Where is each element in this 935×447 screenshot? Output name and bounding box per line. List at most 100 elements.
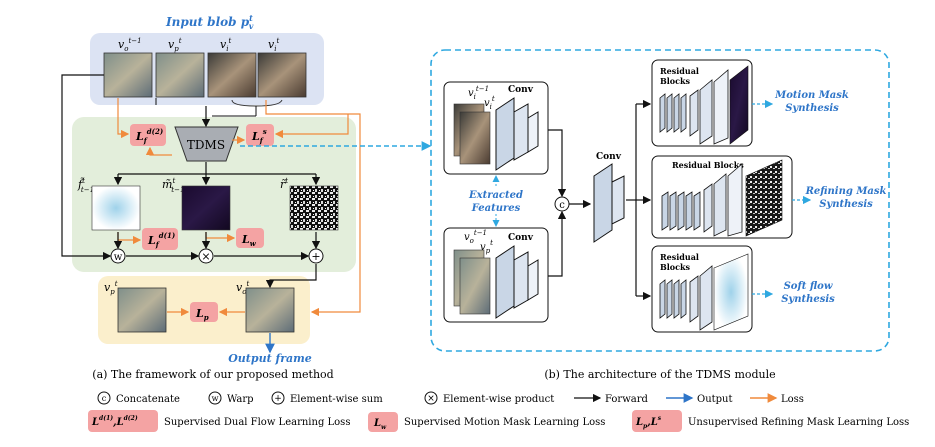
vp-bottom-label: vpt — [104, 280, 118, 296]
tdms-detail-frame — [430, 49, 890, 352]
svg-text:Lw: Lw — [373, 418, 387, 431]
branch-refine-layers — [661, 163, 743, 237]
arrow-loss-p-feed — [265, 100, 361, 317]
arrow-bot-concat — [548, 210, 567, 277]
loss-badge-f1 — [142, 228, 178, 250]
shared-conv-layer1 — [593, 163, 613, 243]
svg-text:+: + — [274, 394, 282, 404]
legend-badge-refine — [632, 410, 682, 432]
branch-flow-rb-1: Residual — [660, 252, 699, 262]
input-frame-vi-2 — [257, 52, 307, 98]
svg-text:vpt: vpt — [168, 37, 182, 53]
vo-bottom-frame — [245, 287, 295, 333]
loss-badge-f2 — [130, 124, 166, 146]
branch-flow-layers — [659, 265, 713, 331]
svg-text:vit: vit — [220, 37, 231, 53]
frame-label-vi-1: vit — [220, 37, 231, 53]
right-panel: vit−1 vit Conv vot−1 vpt Conv Extracted … — [430, 49, 890, 381]
enc-top-layer1 — [495, 97, 515, 171]
legend: c Concatenate w Warp + Element-wise sum … — [88, 391, 909, 432]
svg-text:×: × — [427, 394, 435, 404]
legend-forward-label: Forward — [605, 394, 648, 405]
arrow-loss-f2-a — [117, 98, 130, 139]
arrow-top-concat — [548, 129, 567, 198]
svg-text:vit: vit — [268, 37, 279, 53]
branch-motion-layers — [659, 69, 729, 145]
arrow-input-warp — [61, 74, 112, 261]
legend-badge-dual — [88, 410, 158, 432]
extracted-features-label-2: Features — [471, 203, 521, 214]
input-frame-vi-1 — [207, 52, 257, 98]
frame-label-vp: vpt — [168, 37, 182, 53]
refining-mask-label-1: Refining Mask — [805, 186, 887, 197]
arrow-loss-fs-b — [274, 114, 349, 139]
legend-concat-label: Concatenate — [116, 394, 180, 405]
right-caption: (b) The architecture of the TDMS module — [544, 368, 775, 381]
arrow-loss-f2-b — [145, 146, 172, 156]
enc-bot-img-front — [459, 257, 491, 315]
arrow-sum-output — [265, 264, 317, 289]
refine-label: r̃t — [280, 177, 288, 191]
legend-badge-motion — [368, 412, 398, 432]
legend-warp-label: Warp — [227, 394, 254, 405]
legend-motion-label: Supervised Motion Mask Learning Loss — [404, 417, 605, 428]
mask-image — [181, 185, 231, 231]
loss-badge-w — [236, 228, 264, 248]
branch-motion-rb-1: Residual — [660, 66, 699, 76]
branch-motion-output — [729, 65, 749, 145]
legend-concat-icon — [97, 391, 111, 405]
loss-badge-p — [190, 302, 218, 322]
legend-warp-icon — [208, 391, 222, 405]
svg-text:vot−1: vot−1 — [118, 37, 142, 53]
enc-bot-v1: vot−1 — [464, 229, 487, 245]
tdms-block — [174, 126, 239, 162]
legend-output-label: Output — [697, 394, 733, 405]
vp-bottom-frame — [117, 287, 167, 333]
refine-image — [289, 185, 339, 231]
vo-bottom-label: vot — [236, 280, 249, 296]
legend-dual-label: Supervised Dual Flow Learning Loss — [164, 417, 350, 428]
motion-mask-label-1: Motion Mask — [774, 90, 849, 101]
svg-text:w: w — [212, 394, 219, 403]
legend-sum-icon — [271, 391, 285, 405]
enc-top-v2: vit — [484, 95, 495, 111]
tdms-label: TDMS — [187, 138, 225, 152]
loss-badge-fs — [246, 124, 274, 146]
svg-text:×: × — [201, 250, 210, 263]
svg-text:+: + — [311, 250, 320, 263]
enc-bot-layer2 — [513, 251, 529, 309]
legend-sum-label: Element-wise sum — [290, 394, 383, 405]
soft-flow-label-2: Synthesis — [781, 294, 835, 305]
enc-top-conv: Conv — [508, 85, 534, 95]
svg-text:Lfd(1): Lfd(1) — [147, 231, 175, 249]
svg-text:c: c — [102, 394, 107, 403]
enc-top-v1: vit−1 — [468, 85, 489, 101]
legend-product-icon — [424, 391, 438, 405]
legend-loss-label: Loss — [781, 394, 804, 405]
enc-bot-layer3 — [527, 259, 539, 301]
svg-text:Lp,Ls: Lp,Ls — [635, 415, 662, 430]
frame-label-vi-2: vit — [268, 37, 279, 53]
svg-text:Ld(1),Ld(2): Ld(1),Ld(2) — [91, 415, 138, 428]
legend-product-label: Element-wise product — [443, 394, 554, 405]
svg-text:c: c — [559, 200, 565, 211]
svg-text:Lp: Lp — [195, 307, 209, 322]
frame-label-vo-prev: vot−1 — [118, 37, 142, 53]
svg-text:Lw: Lw — [241, 233, 257, 248]
enc-top-layer2 — [513, 103, 529, 161]
legend-refine-label: Unsupervised Refining Mask Learning Loss — [688, 417, 909, 428]
branch-refine-rb: Residual Blocks — [672, 160, 744, 170]
input-frame-vp — [155, 52, 205, 98]
svg-text:w: w — [114, 252, 123, 263]
enc-bot-conv: Conv — [508, 233, 534, 243]
branch-flow-output — [713, 253, 749, 331]
enc-bot-v2: vpt — [480, 239, 493, 255]
enc-top-img-front — [459, 111, 491, 165]
enc-bot-layer1 — [495, 245, 515, 319]
motion-mask-label-2: Synthesis — [785, 103, 839, 114]
